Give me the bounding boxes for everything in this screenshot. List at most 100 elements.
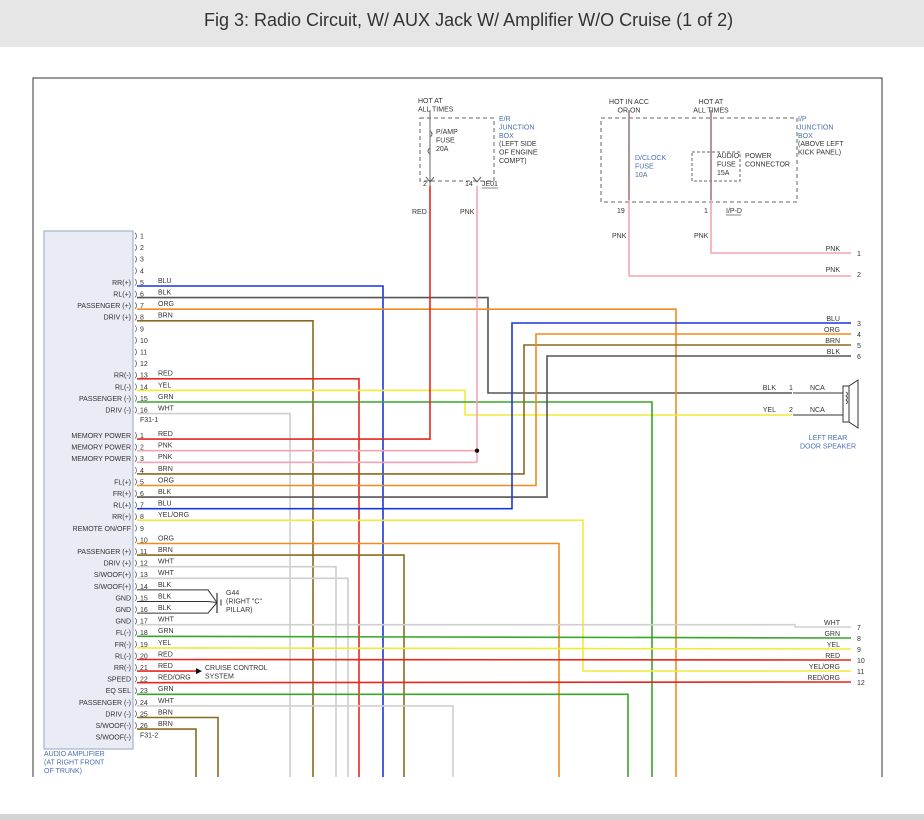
ref-wire-11: YEL/ORG	[809, 664, 840, 671]
pin-number-f312-5: 5	[140, 479, 144, 486]
power-connector-label-1: CONNECTOR	[745, 162, 790, 169]
pin-contact-f312-20	[134, 652, 137, 660]
wire-f312-22-redorg	[136, 681, 852, 684]
pin-contact-f311-10	[134, 336, 137, 344]
ref-wire-5: BRN	[825, 338, 840, 345]
er-box-loc-2: COMPT)	[499, 158, 527, 165]
wire-code-f312-20: RED	[158, 651, 173, 658]
pin-number-f312-6: 6	[140, 491, 144, 498]
terminal-label-f311-8: DRIV (+)	[104, 315, 131, 322]
pin-number-f312-14: 14	[140, 584, 148, 591]
terminal-label-f312-9: REMOTE ON/OFF	[73, 526, 131, 533]
bottom-scroll-bar[interactable]	[0, 814, 924, 820]
pin-number-f311-5: 5	[140, 280, 144, 287]
terminal-label-f312-26: S/WOOF(-)	[96, 723, 131, 730]
pin-number-f312-25: 25	[140, 711, 148, 718]
er-box-loc-0: (LEFT SIDE	[499, 141, 537, 148]
wire-code-f311-5: BLU	[158, 278, 172, 285]
terminal-label-f312-11: PASSENGER (+)	[77, 549, 131, 556]
wire-ground-16	[137, 602, 218, 614]
ref-number-1: 1	[857, 251, 861, 258]
wire-code-f312-21: RED	[158, 663, 173, 670]
pin-number-f311-8: 8	[140, 315, 144, 322]
pin-number-f311-10: 10	[140, 338, 148, 345]
pin-contact-f311-1	[134, 232, 137, 240]
pin-contact-f311-16	[134, 406, 137, 414]
terminal-label-f312-6: FR(+)	[113, 491, 131, 498]
wire-f311-16-wht	[137, 412, 291, 777]
pin-contact-f312-24	[134, 698, 137, 706]
wire-code-f312-3: PNK	[158, 454, 173, 461]
er-box-name-2: BOX	[499, 133, 514, 140]
terminal-label-f312-21: RR(-)	[114, 665, 131, 672]
er-junction-box	[419, 117, 495, 182]
pin-number-f312-4: 4	[140, 468, 144, 475]
wire-code-f311-7: ORG	[158, 301, 174, 308]
pin-contact-f312-9	[134, 524, 137, 532]
ref-wire-7: WHT	[824, 620, 841, 627]
wire-f312-11-brn	[137, 554, 405, 777]
ref-number-7: 7	[857, 625, 861, 632]
terminal-label-f312-22: SPEED	[107, 677, 131, 684]
terminal-label-f312-15: GND	[115, 595, 131, 602]
pin-contact-f312-26	[134, 722, 137, 729]
wire-f312-1-red	[137, 186, 431, 440]
wire-f312-4-brn	[137, 344, 851, 475]
pin-contact-f312-16	[134, 606, 137, 613]
amplifier-label-2: OF TRUNK)	[44, 768, 82, 775]
wire-code-f312-2: PNK	[158, 443, 173, 450]
pin-number-f312-17: 17	[140, 619, 148, 626]
pin-number-f312-24: 24	[140, 700, 148, 707]
terminal-label-f312-27: S/WOOF(-)	[96, 735, 131, 742]
terminal-label-f312-8: RR(+)	[112, 514, 131, 521]
er-fuse-label-1: FUSE	[436, 138, 455, 145]
er-wire-red: RED	[412, 209, 427, 216]
pin-contact-f311-6	[134, 290, 137, 298]
terminal-label-f312-14: S/WOOF(+)	[94, 584, 131, 591]
pin-number-f311-1: 1	[140, 234, 144, 241]
g44-label-2: PILLAR)	[226, 607, 252, 614]
er-pin-chevrons	[425, 176, 482, 183]
pin-contact-f312-23	[134, 687, 137, 695]
ref-wire-4: ORG	[824, 327, 840, 334]
audio-fuse-label-0: AUDIO	[717, 153, 740, 160]
speaker-coil	[845, 391, 848, 405]
speaker-pin-1: 1	[789, 385, 793, 392]
connector-f31-2: F31-2	[140, 733, 158, 740]
ref-number-11: 11	[857, 669, 864, 676]
pin-number-f312-20: 20	[140, 653, 148, 660]
wire-code-f311-8: BRN	[158, 313, 173, 320]
terminal-label-f312-3: MEMORY POWER	[71, 456, 131, 463]
speaker-cone	[848, 379, 859, 429]
wire-code-f312-5: ORG	[158, 477, 174, 484]
terminal-label-f312-20: RL(-)	[115, 653, 131, 660]
splice-dot	[474, 448, 480, 453]
ip-wire-pnk-1: PNK	[694, 233, 709, 240]
pin-number-f312-22: 22	[140, 677, 148, 684]
wire-f312-12-wht	[137, 565, 337, 777]
speaker-nca-2: NCA	[810, 407, 825, 414]
wire-f312-23-grn	[137, 693, 629, 777]
pin-contact-f311-14	[134, 383, 137, 391]
ref-number-4: 4	[857, 332, 861, 339]
pin-number-f311-14: 14	[140, 384, 148, 391]
ref-number-10: 10	[857, 658, 865, 665]
er-fuse-label-0: P/AMP	[436, 129, 458, 136]
terminal-label-f311-16: DRIV (-)	[105, 408, 131, 415]
ip-wire-pnk-19: PNK	[612, 233, 627, 240]
wire-f312-24-wht	[137, 705, 454, 777]
pin-contact-f312-19	[134, 640, 137, 648]
pin-contact-f311-15	[134, 394, 137, 402]
wire-code-f312-7: BLU	[158, 501, 172, 508]
pin-contact-f312-14	[134, 582, 137, 590]
ref-number-2: 2	[857, 272, 861, 279]
pin-contact-f312-18	[134, 629, 137, 637]
ip-connector: I/P-D	[726, 208, 742, 215]
terminal-label-f312-18: FL(-)	[116, 630, 131, 637]
wire-f312-6-blk	[137, 355, 851, 498]
wire-code-f312-15: BLK	[158, 593, 172, 600]
wire-code-f312-1: RED	[158, 431, 173, 438]
pin-number-f312-19: 19	[140, 642, 148, 649]
pin-number-f312-12: 12	[140, 561, 148, 568]
